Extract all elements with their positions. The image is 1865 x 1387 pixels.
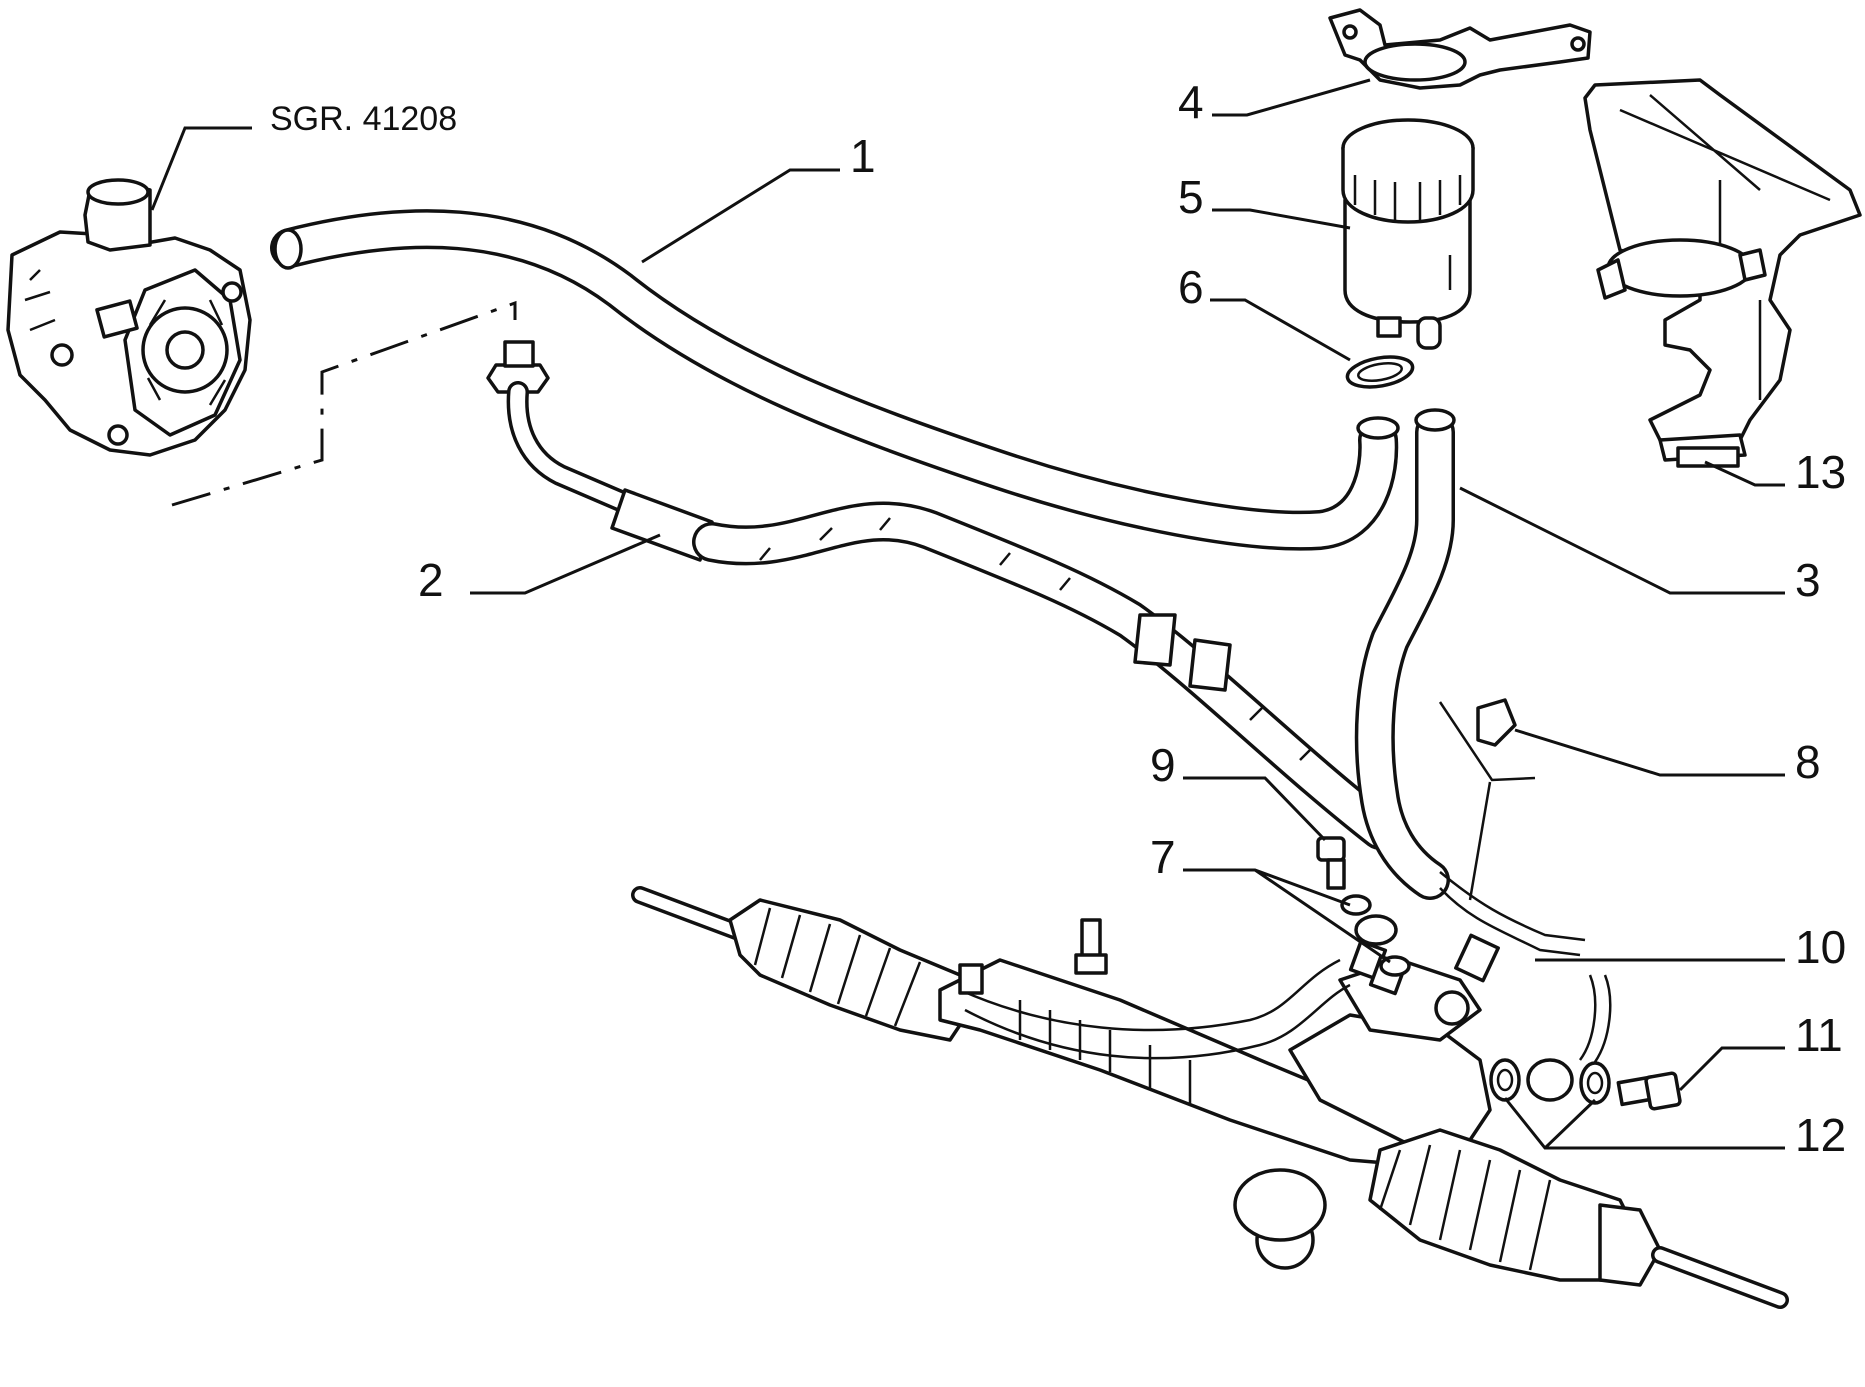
pipe-guide-line-2 — [1468, 781, 1492, 901]
reservoir-clamp-bracket — [1328, 8, 1592, 90]
callout-2: 2 — [418, 554, 444, 606]
callout-10: 10 — [1795, 921, 1846, 973]
return-hose — [270, 209, 1400, 551]
callout-3: 3 — [1795, 554, 1821, 606]
leader-4 — [1212, 78, 1371, 117]
callout-12: 12 — [1795, 1109, 1846, 1161]
leader-13 — [1704, 460, 1785, 487]
callout-7: 7 — [1150, 831, 1176, 883]
callout-13: 13 — [1795, 446, 1846, 498]
leader-5 — [1212, 208, 1351, 230]
callout-1: 1 — [850, 130, 876, 182]
pump-connection-dashline — [171, 300, 517, 507]
leader-1 — [641, 168, 840, 264]
callout-11: 11 — [1795, 1009, 1843, 1061]
fluid-reservoir — [1341, 118, 1475, 350]
pipe-guide-line — [1438, 701, 1536, 782]
leader-3 — [1459, 486, 1785, 595]
pump-reference-leader — [150, 126, 252, 211]
suction-hose — [1354, 408, 1456, 900]
return-pipe-10 — [1439, 871, 1612, 1063]
pump-reference-label: SGR. 41208 — [270, 100, 457, 138]
power-steering-pump — [6, 178, 252, 457]
leader-7 — [1183, 868, 1391, 964]
bolt-11 — [1616, 1071, 1682, 1111]
leader-9 — [1183, 776, 1327, 842]
callout-6: 6 — [1178, 261, 1204, 313]
callout-8: 8 — [1795, 736, 1821, 788]
leader-6 — [1210, 298, 1351, 362]
banjo-bolt-9 — [1316, 836, 1346, 890]
leader-2 — [470, 533, 661, 595]
steering-rack-assembly — [631, 886, 1789, 1309]
leader-11 — [1678, 1046, 1785, 1092]
callout-4: 4 — [1178, 76, 1204, 128]
leader-12 — [1503, 1097, 1785, 1150]
callout-5: 5 — [1178, 171, 1204, 223]
leader-8 — [1514, 728, 1785, 777]
hose-clip — [1345, 355, 1415, 389]
callout-9: 9 — [1150, 739, 1176, 791]
rubber-cap-8 — [1476, 698, 1517, 747]
sealing-washers-12 — [1489, 1058, 1611, 1105]
pressure-hose — [486, 340, 1400, 850]
reservoir-support-bracket — [1583, 78, 1862, 468]
